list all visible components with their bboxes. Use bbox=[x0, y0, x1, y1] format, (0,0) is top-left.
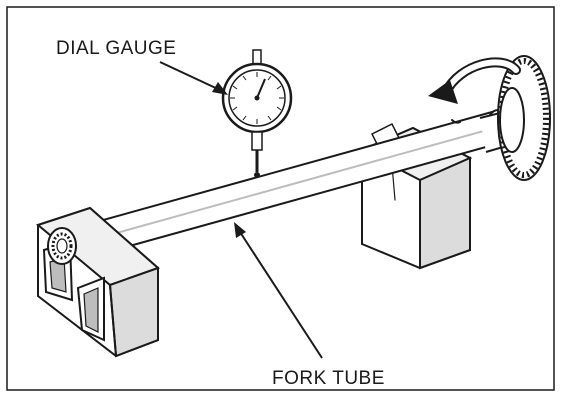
fork-tube-callout: FORK TUBE bbox=[234, 222, 385, 389]
handwheel bbox=[497, 55, 551, 181]
curved-arrow-icon bbox=[428, 57, 521, 104]
fork-tube-label: FORK TUBE bbox=[272, 368, 385, 389]
dial-gauge-label: DIAL GAUGE bbox=[56, 38, 176, 59]
dial-gauge bbox=[221, 49, 293, 178]
dial-gauge-callout: DIAL GAUGE bbox=[56, 38, 228, 95]
v-block-left bbox=[35, 206, 160, 358]
